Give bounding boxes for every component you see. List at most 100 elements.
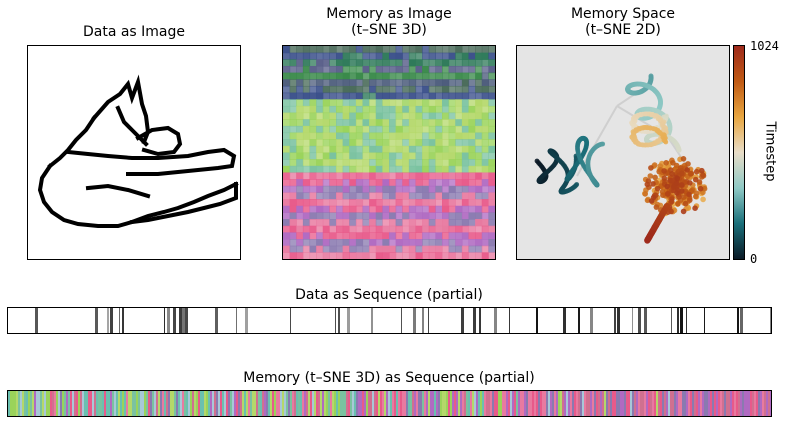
memory-sequence-bar bbox=[734, 391, 737, 416]
memory-image-cell bbox=[349, 119, 357, 127]
memory-image-cell bbox=[349, 59, 357, 67]
memory-sequence-bar bbox=[596, 391, 599, 416]
memory-image-cell bbox=[442, 239, 450, 247]
memory-image-cell bbox=[455, 172, 463, 180]
memory-image-cell bbox=[475, 212, 483, 220]
memory-image-cell bbox=[455, 205, 463, 214]
memory-sequence-bar bbox=[348, 391, 351, 416]
memory-sequence-bar bbox=[648, 391, 651, 416]
memory-image-cell bbox=[435, 212, 443, 220]
memory-image-cell bbox=[395, 92, 403, 100]
memory-point bbox=[654, 185, 661, 192]
memory-image-cell bbox=[402, 145, 410, 154]
memory-sequence-bar bbox=[664, 391, 667, 416]
memory-sequence-bar bbox=[516, 391, 519, 416]
memory-sequence-bar bbox=[754, 391, 757, 416]
memory-image-cell bbox=[355, 132, 364, 140]
memory-image-cell bbox=[461, 152, 470, 160]
memory-image-cell bbox=[448, 52, 456, 60]
memory-image-cell bbox=[283, 79, 291, 87]
memory-sequence-bar bbox=[330, 391, 333, 416]
memory-image-cell bbox=[461, 139, 470, 147]
memory-sequence-bar bbox=[746, 391, 749, 416]
memory-sequence-bar bbox=[188, 391, 191, 416]
memory-image-cell bbox=[283, 46, 291, 54]
memory-image-cell bbox=[435, 152, 443, 160]
memory-image-cell bbox=[415, 92, 423, 100]
memory-sequence-bar bbox=[652, 391, 655, 416]
memory-image-cell bbox=[362, 219, 370, 227]
memory-sequence-bar bbox=[14, 391, 17, 416]
memory-image-cell bbox=[395, 232, 403, 240]
memory-image-cell bbox=[475, 219, 483, 227]
memory-image-cell bbox=[442, 46, 450, 54]
memory-image-cell bbox=[296, 65, 304, 74]
memory-image-cell bbox=[342, 172, 350, 180]
memory-image-cell bbox=[428, 125, 436, 134]
memory-image-cell bbox=[336, 192, 344, 200]
memory-image-cell bbox=[329, 192, 337, 200]
memory-image-cell bbox=[349, 112, 357, 120]
memory-image-cell bbox=[355, 165, 364, 174]
memory-image-cell bbox=[389, 245, 397, 253]
memory-image-cell bbox=[362, 192, 370, 200]
memory-image-cell bbox=[342, 232, 350, 240]
memory-image-cell bbox=[342, 185, 350, 194]
memory-image-cell bbox=[329, 59, 337, 67]
memory-sequence-bar bbox=[678, 391, 681, 416]
memory-sequence-bar bbox=[162, 391, 165, 416]
data-sequence-bar bbox=[704, 308, 705, 333]
memory-image-cell bbox=[322, 92, 330, 100]
memory-point bbox=[692, 205, 698, 211]
memory-image-cell bbox=[309, 239, 317, 247]
memory-image-cell bbox=[481, 85, 489, 94]
memory-image-cell bbox=[336, 85, 344, 94]
memory-image-cell bbox=[382, 192, 390, 200]
memory-image-cell bbox=[395, 192, 403, 200]
memory-image-cell bbox=[389, 112, 397, 120]
memory-image-cell bbox=[296, 105, 304, 114]
memory-image-cell bbox=[389, 239, 397, 247]
memory-sequence-bar bbox=[286, 391, 289, 416]
memory-image-cell bbox=[455, 219, 463, 227]
data-sequence-bar bbox=[590, 308, 593, 333]
memory-image-cell bbox=[342, 159, 350, 167]
memory-sequence-bar bbox=[402, 391, 405, 416]
memory-point bbox=[686, 191, 692, 198]
memory-image-cell bbox=[342, 59, 350, 67]
memory-image-cell bbox=[302, 199, 311, 207]
memory-image-cell bbox=[302, 85, 311, 94]
memory-image-cell bbox=[448, 145, 456, 154]
memory-image-cell bbox=[389, 79, 397, 87]
memory-image-cell bbox=[316, 52, 324, 60]
memory-image-cell bbox=[369, 125, 377, 134]
memory-image-cell bbox=[349, 79, 357, 87]
memory-sequence-bar bbox=[728, 391, 731, 416]
memory-image-cell bbox=[415, 159, 423, 167]
memory-sequence-bar bbox=[346, 391, 349, 416]
memory-sequence-bar bbox=[176, 391, 179, 416]
memory-image-cell bbox=[402, 192, 410, 200]
memory-image-cell bbox=[408, 225, 417, 233]
memory-sequence-bar bbox=[306, 391, 309, 416]
memory-image-cell bbox=[448, 192, 456, 200]
memory-image-cell bbox=[336, 225, 344, 233]
memory-image-cell bbox=[329, 52, 337, 60]
memory-sequence-bar bbox=[572, 391, 575, 416]
memory-image-cell bbox=[435, 172, 443, 180]
memory-image-cell bbox=[322, 46, 330, 54]
memory-image-cell bbox=[289, 192, 297, 200]
memory-image-cell bbox=[283, 85, 291, 94]
memory-image-cell bbox=[435, 232, 443, 240]
memory-image-cell bbox=[336, 199, 344, 207]
cat-back bbox=[47, 115, 97, 169]
memory-sequence-bar bbox=[482, 391, 485, 416]
memory-image-cell bbox=[322, 245, 330, 253]
memory-image-cell bbox=[415, 99, 423, 107]
memory-sequence-bar bbox=[586, 391, 589, 416]
cat-arm bbox=[65, 147, 237, 176]
memory-image-cell bbox=[309, 59, 317, 67]
memory-sequence-bar bbox=[84, 391, 87, 416]
memory-image-cell bbox=[481, 139, 489, 147]
memory-image-cell bbox=[402, 239, 410, 247]
